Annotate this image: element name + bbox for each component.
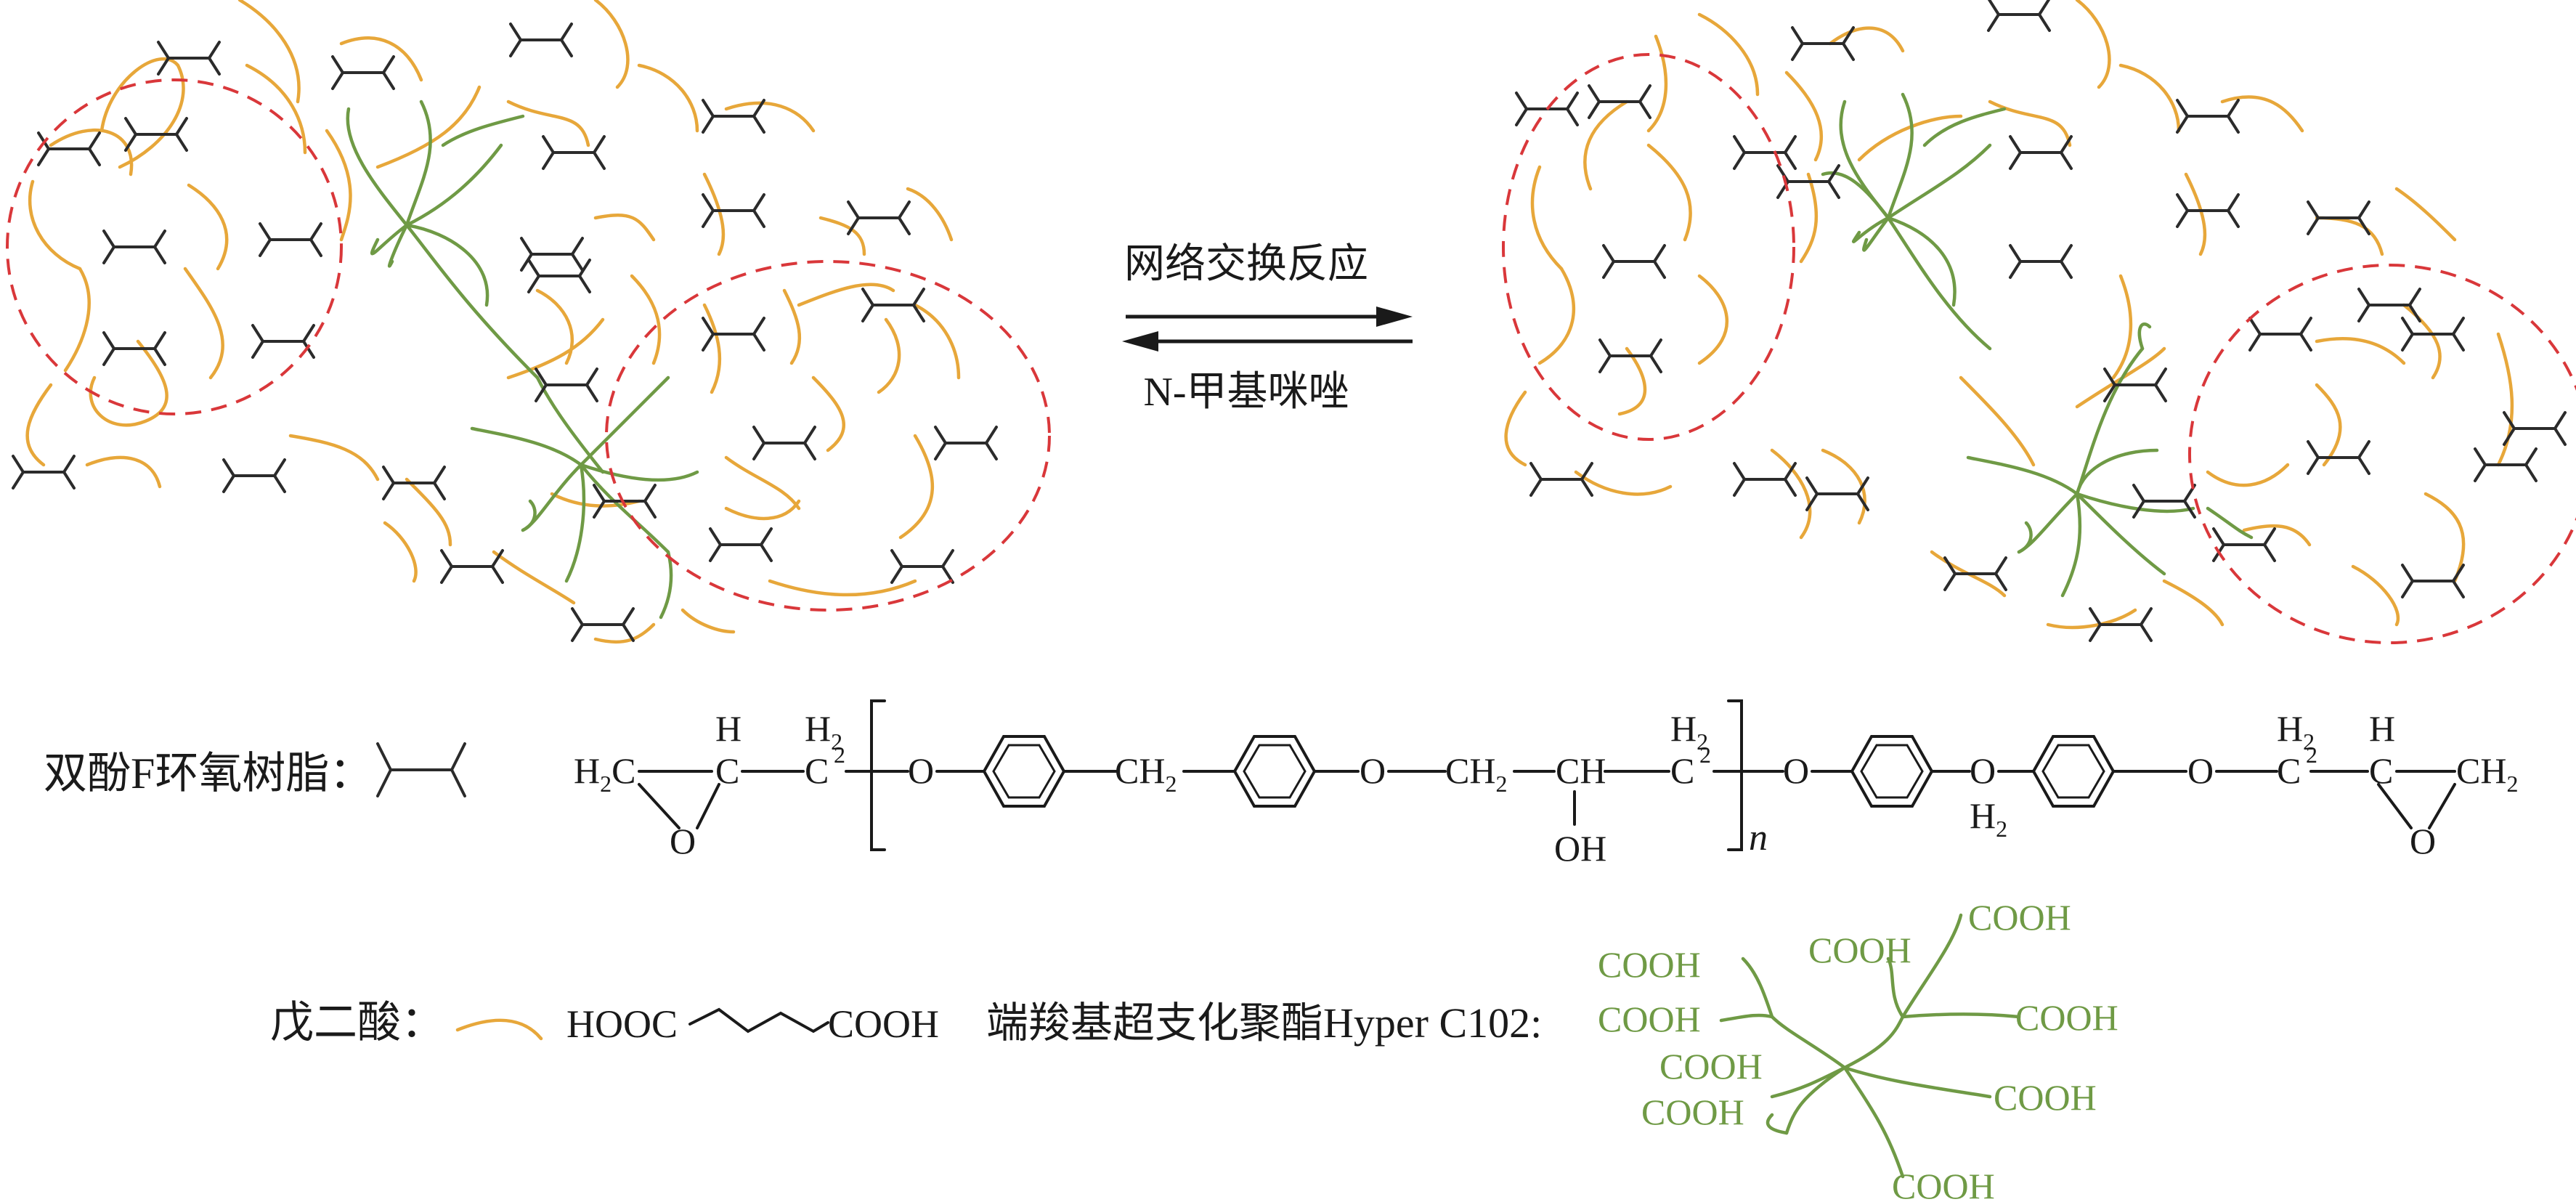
formula-c-2: C <box>805 750 829 791</box>
benzene-ring-3 <box>1850 735 1934 808</box>
epoxy-symbol <box>376 742 466 797</box>
legend-glutaric: 戊二酸： HOOC COOH <box>270 999 939 1047</box>
left-circle-2 <box>605 260 1051 612</box>
formula-oh: OH <box>1554 828 1606 869</box>
benzene-ring-4 <box>2031 735 2116 808</box>
formula-ch2-2: CH2 <box>1445 750 1507 797</box>
formula-n: n <box>1749 817 1768 858</box>
formula-c-4: C <box>2277 750 2301 791</box>
glutaric-label: 戊二酸： <box>270 999 444 1047</box>
formula-o-5: O <box>2187 750 2214 791</box>
formula-o-epoxide-1: O <box>670 821 696 861</box>
forward-arrowhead <box>1376 306 1413 327</box>
formula-ch2-3: CH2 <box>2456 750 2518 797</box>
formula-sub-2c: 2 <box>2306 742 2317 768</box>
left-bracket <box>870 699 886 851</box>
formula-sub-2a: 2 <box>834 742 845 768</box>
left-glutaric-links <box>25 0 961 644</box>
formula-o-3: O <box>1783 750 1809 791</box>
glutaric-chain <box>688 1007 829 1034</box>
formula-o-epoxide-2: O <box>2410 821 2436 861</box>
cooh-3: COOH <box>1598 944 1701 985</box>
cooh-2: COOH <box>1808 930 1911 970</box>
right-hyperbranched <box>1821 92 2254 598</box>
hyper-label: 端羧基超支化聚酯Hyper C102: <box>986 999 1542 1047</box>
formula-h2-3: H2 <box>1970 795 2007 842</box>
forward-label: 网络交换反应 <box>1124 242 1368 287</box>
right-bracket <box>1727 699 1743 851</box>
right-circle-1 <box>1502 53 1795 441</box>
formula-o-4: O <box>1970 750 1996 791</box>
right-glutaric-links <box>1504 0 2514 630</box>
epoxy-formula: H2C H C O H2 C 2 O CH2 O CH2 CH <box>574 699 2518 869</box>
hyper-structure <box>1719 913 2021 1179</box>
legend-epoxy: 双酚F环氧树脂： <box>44 742 466 797</box>
glutaric-formula-right: COOH <box>828 1002 939 1046</box>
legend-hyper: 端羧基超支化聚酯Hyper C102: COOH COOH COOH COOH … <box>986 897 2118 1202</box>
left-circle-1 <box>6 78 343 415</box>
reaction-arrows: 网络交换反应 N-甲基咪唑 <box>1122 242 1413 415</box>
reverse-label: N-甲基咪唑 <box>1143 370 1349 415</box>
formula-ch: CH <box>1556 750 1606 791</box>
right-circle-2 <box>2188 264 2576 644</box>
cooh-8: COOH <box>1994 1077 2097 1118</box>
benzene-ring-1 <box>982 735 1066 808</box>
formula-ch2-1: CH2 <box>1115 750 1177 797</box>
left-network <box>6 0 1051 644</box>
cooh-1: COOH <box>1968 897 2071 938</box>
cooh-6: COOH <box>1659 1046 1763 1087</box>
cooh-4: COOH <box>1598 999 1701 1039</box>
formula-h-top-2: H <box>2369 708 2395 749</box>
formula-o-2: O <box>1360 750 1386 791</box>
formula-sub-2b: 2 <box>1699 742 1711 768</box>
epoxy-label: 双酚F环氧树脂： <box>44 750 373 797</box>
formula-h2c: H2C <box>574 750 635 797</box>
formula-o-1: O <box>908 750 934 791</box>
glutaric-symbol <box>455 1018 543 1041</box>
right-epoxy-units <box>1515 0 2567 642</box>
cooh-7: COOH <box>1641 1092 1744 1132</box>
formula-c-3: C <box>1670 750 1694 791</box>
formula-c-5: C <box>2369 750 2393 791</box>
right-network <box>1502 0 2576 644</box>
cooh-5: COOH <box>2015 997 2118 1038</box>
cooh-9: COOH <box>1892 1166 1995 1202</box>
left-epoxy-units <box>12 23 998 642</box>
left-hyperbranched <box>346 100 699 620</box>
reverse-arrowhead <box>1122 331 1158 352</box>
formula-h-top-1: H <box>715 708 741 749</box>
benzene-ring-2 <box>1232 735 1317 808</box>
glutaric-formula-left: HOOC <box>566 1002 678 1046</box>
